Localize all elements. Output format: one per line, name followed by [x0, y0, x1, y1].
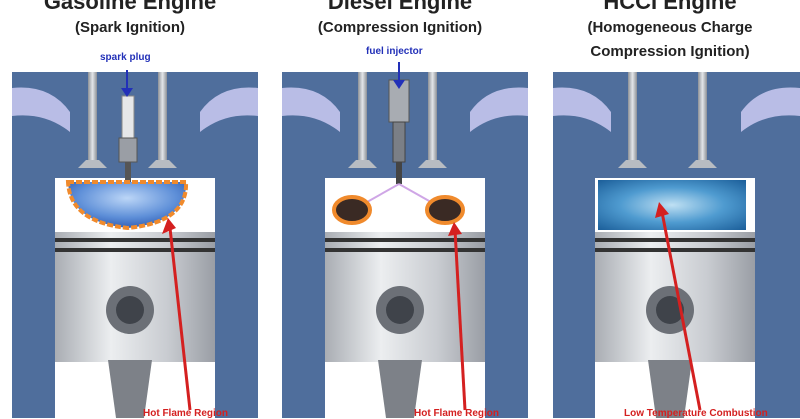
connecting-rod: [648, 360, 692, 418]
region-pointer: [660, 211, 702, 411]
intake-valve-stem: [628, 72, 637, 168]
hot-flame-region-label-diesel: Hot Flame Region: [414, 408, 500, 419]
exhaust-valve-stem: [428, 72, 437, 168]
fuel-injector-label: fuel injector: [366, 46, 423, 57]
exhaust-port: [470, 87, 528, 132]
intake-valve-head: [78, 160, 107, 168]
exhaust-port: [200, 87, 258, 132]
exhaust-valve-stem: [698, 72, 707, 168]
connecting-rod: [378, 360, 422, 418]
intake-valve-head: [348, 160, 377, 168]
region-arrowhead: [448, 222, 462, 236]
spark-plug-icon: [118, 95, 138, 186]
piston-ring-2: [595, 248, 755, 252]
hot-flame-charge: [65, 180, 189, 231]
intake-valve-stem: [88, 72, 97, 168]
panel-subtitle-gasoline: (Spark Ignition): [75, 19, 185, 36]
fuel-injector-arrowhead: [393, 80, 405, 89]
gasoline-engine-panel: [12, 70, 258, 418]
spark-plug-arrowhead: [121, 88, 133, 97]
hcci-engine-panel: [553, 72, 800, 418]
panel-subtitle-hcci: (Homogeneous Charge: [587, 19, 753, 36]
wrist-pin: [656, 296, 684, 324]
wrist-pin: [116, 296, 144, 324]
piston-ring-1: [55, 238, 215, 242]
region-pointer: [453, 229, 467, 411]
panel-title-hcci: HCCI Engine: [603, 0, 737, 14]
flame-plume-left: [332, 195, 372, 225]
exhaust-valve-head: [418, 160, 447, 168]
exhaust-port: [741, 87, 800, 132]
exhaust-valve-head: [148, 160, 177, 168]
low-temp-combustion-label: Low Temperature Combustion: [624, 408, 768, 419]
panel-title-gasoline: Gasoline Engine: [43, 0, 217, 14]
diesel-engine-panel: [282, 62, 528, 418]
fuel-injector-icon: [388, 79, 410, 184]
piston-ring-1: [595, 238, 755, 242]
piston-ring-2: [325, 248, 485, 252]
intake-port: [12, 87, 70, 132]
piston-ring-2: [55, 248, 215, 252]
intake-valve-head: [618, 160, 647, 168]
spark-plug-label: spark plug: [100, 52, 151, 63]
piston-ring-1: [325, 238, 485, 242]
region-arrowhead: [655, 202, 669, 218]
region-arrowhead: [162, 218, 176, 234]
intake-port: [282, 87, 340, 132]
hot-flame-region-label-gasoline: Hot Flame Region: [143, 408, 229, 419]
intake-valve-stem: [358, 72, 367, 168]
region-pointer: [168, 227, 192, 411]
exhaust-valve-stem: [158, 72, 167, 168]
exhaust-valve-head: [688, 160, 717, 168]
connecting-rod: [108, 360, 152, 418]
homogeneous-charge: [598, 180, 746, 230]
flame-plume-right: [425, 195, 465, 225]
wrist-pin: [386, 296, 414, 324]
panel-title-diesel: Diesel Engine: [327, 0, 473, 14]
panel-subtitle-hcci-line2: Compression Ignition): [590, 43, 750, 60]
panel-subtitle-diesel: (Compression Ignition): [317, 19, 483, 36]
intake-port: [553, 87, 611, 132]
